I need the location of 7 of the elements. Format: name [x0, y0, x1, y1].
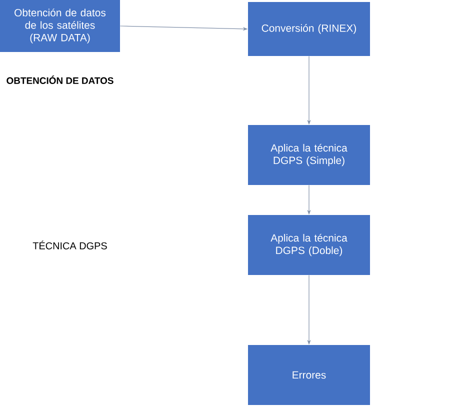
process-box: Aplica la técnica DGPS (Doble) — [248, 215, 370, 275]
process-box: Aplica la técnica DGPS (Simple) — [248, 125, 370, 185]
section-label: OBTENCIÓN DE DATOS — [6, 76, 114, 84]
process-box: Obtención de datos de los satélites (RAW DATA) — [0, 0, 120, 52]
section-label: TÉCNICA DGPS — [32, 240, 107, 250]
process-box: Conversión (RINEX) — [248, 2, 370, 56]
process-box: Errores — [248, 345, 370, 405]
